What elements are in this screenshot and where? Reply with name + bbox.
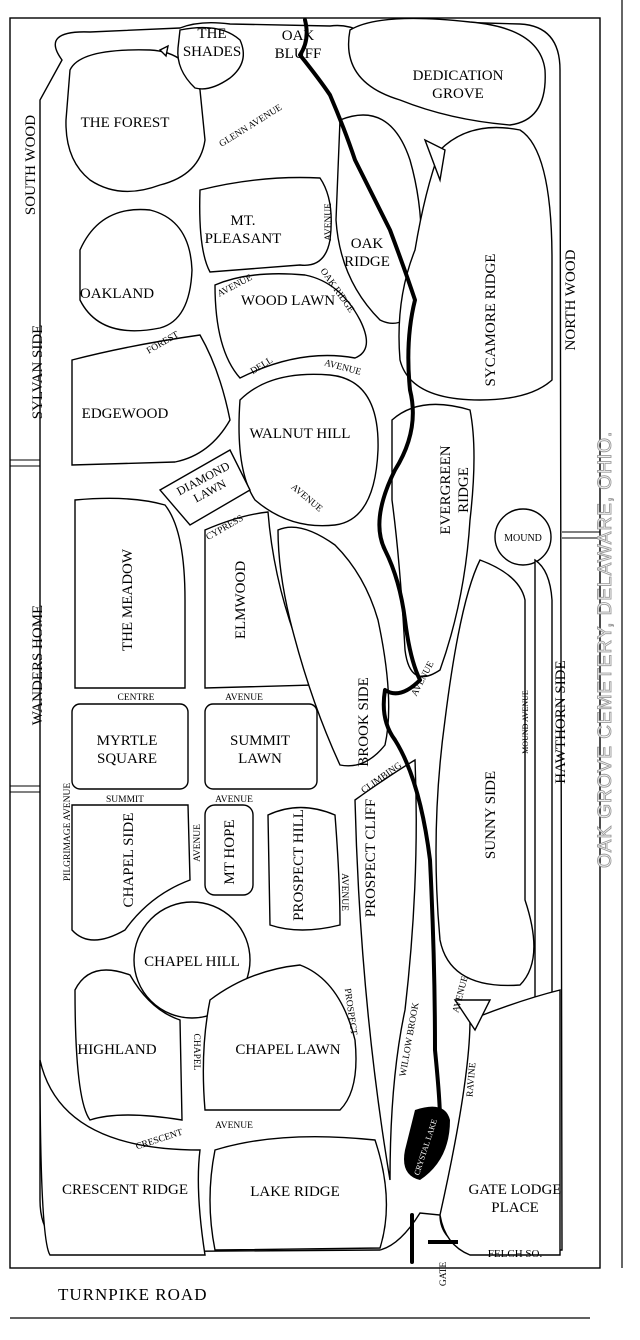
label-mt-hope: MT HOPE	[222, 819, 238, 884]
triangle-island	[453, 999, 492, 1032]
block-the-meadow	[74, 497, 186, 689]
triangle-island	[423, 138, 446, 183]
street-avenue: AVENUE	[193, 824, 203, 862]
label-sycamore-ridge: SYCAMORE RIDGE	[483, 254, 499, 387]
street-avenue: AVENUE	[215, 795, 253, 805]
label-oakland: OAKLAND	[80, 286, 154, 302]
block-wood-lawn	[214, 273, 368, 379]
block-mt-hope	[204, 804, 254, 896]
street-avenue: AVENUE	[339, 873, 349, 911]
label-walnut-hill: WALNUT HILL	[250, 426, 351, 442]
block-sycamore-ridge	[398, 126, 553, 401]
block-mt-pleasant	[199, 176, 332, 273]
street-centre: CENTRE	[118, 693, 155, 703]
street-pilgrimage-avenue: PILGRIMAGE AVENUE	[63, 783, 73, 881]
label-edgewood: EDGEWOOD	[82, 406, 169, 422]
label-chapel-side: CHAPEL SIDE	[121, 813, 137, 908]
block-myrtle-square	[71, 703, 189, 790]
label-wood-lawn: WOOD LAWN	[241, 293, 335, 309]
street-mound-avenue: MOUND AVENUE	[521, 690, 530, 754]
label-highland: HIGHLAND	[77, 1042, 156, 1058]
crystal-lake	[404, 1106, 450, 1180]
block-brook-side	[277, 526, 390, 767]
block-walnut-hill	[238, 373, 379, 527]
block-oakland	[79, 208, 193, 332]
block-the-shades	[177, 26, 244, 90]
map-caption: OAK GROVE CEMETERY, DELAWARE, OHIO.	[595, 431, 616, 868]
label-north-wood: NORTH WOOD	[563, 249, 579, 350]
label-chapel-hill: CHAPEL HILL	[144, 954, 240, 970]
street-avenue: AVENUE	[225, 693, 263, 703]
gate-marker	[428, 1240, 458, 1244]
block-diamond-lawn	[158, 449, 251, 526]
block-dedication-grove	[347, 17, 546, 126]
block-mound	[494, 508, 552, 566]
willow-brook-creek	[298, 18, 442, 1122]
label-sunny-side: SUNNY SIDE	[483, 771, 499, 859]
street-chapel: CHAPEL	[191, 1034, 201, 1071]
street-ravine: RAVINE	[466, 1062, 479, 1098]
label-mound: MOUND	[504, 533, 542, 544]
label-gate: GATE	[439, 1262, 449, 1286]
label-south-wood: SOUTH WOOD	[23, 115, 39, 215]
map-border	[9, 17, 601, 1269]
block-lake-ridge	[209, 1135, 388, 1251]
block-chapel-hill	[133, 901, 251, 1019]
label-the-forest: THE FOREST	[81, 115, 170, 131]
block-prospect-hill	[267, 806, 341, 931]
block-highland	[74, 969, 183, 1121]
block-summit-lawn	[204, 703, 318, 790]
block-the-forest	[65, 49, 206, 193]
label-elmwood: ELMWOOD	[233, 561, 249, 639]
block-sunny-side	[435, 559, 535, 987]
label-felch-so: FELCH SO.	[488, 1248, 543, 1260]
block-hawthorn-side	[534, 558, 553, 1046]
block-chapel-side	[71, 804, 191, 941]
label-lake-ridge: LAKE RIDGE	[250, 1184, 340, 1200]
label-wanders-home: WANDERS HOME	[30, 605, 46, 725]
triangle-marker	[158, 44, 169, 58]
label-hawthorn-side: HAWTHORN SIDE	[553, 660, 569, 783]
block-prospect-cliff	[354, 758, 417, 1181]
label-brook-side: BROOK SIDE	[356, 677, 372, 767]
label-prospect-hill: PROSPECT HILL	[291, 809, 307, 921]
label-the-meadow: THE MEADOW	[120, 548, 136, 651]
label-chapel-lawn: CHAPEL LAWN	[235, 1042, 340, 1058]
street-summit: SUMMIT	[106, 795, 144, 805]
street-avenue: AVENUE	[215, 1121, 253, 1131]
block-gate-lodge-place	[439, 989, 561, 1256]
label-sylvan-side: SYLVAN SIDE	[30, 325, 46, 420]
block-edgewood	[71, 334, 231, 466]
road-label: TURNPIKE ROAD	[58, 1285, 207, 1304]
label-crescent-ridge: CRESCENT RIDGE	[62, 1182, 188, 1198]
block-crescent-ridge	[39, 1059, 206, 1256]
street-avenue: AVENUE	[324, 203, 334, 241]
label-prospect-cliff: PROSPECT CLIFF	[363, 799, 379, 918]
label-mt-pleasant: MT.PLEASANT	[205, 213, 282, 247]
block-chapel-lawn	[202, 964, 357, 1111]
